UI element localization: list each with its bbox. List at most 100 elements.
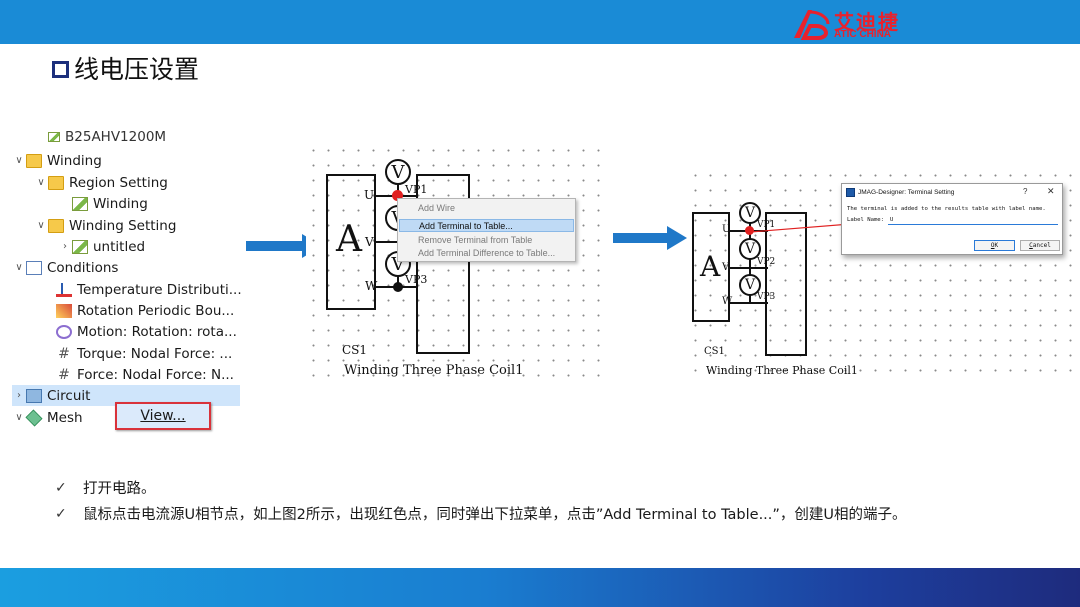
chevron-right-icon[interactable]: › (17, 390, 21, 401)
wire-w (730, 302, 768, 304)
footer-bar (0, 568, 1080, 607)
menu-item-add-wire[interactable]: Add Wire (399, 201, 574, 214)
tree-item-conditions[interactable]: ∨ Conditions (12, 257, 118, 278)
tree-item-label: Winding Setting (69, 217, 177, 234)
tree-item-label: Mesh (47, 409, 83, 426)
folder-icon (48, 218, 64, 233)
help-icon[interactable]: ? (1023, 187, 1028, 196)
view-menu-button[interactable]: View... (115, 402, 211, 430)
node-w[interactable] (393, 282, 403, 292)
tree-item-label: Winding (47, 152, 102, 169)
folder-icon (48, 175, 64, 190)
tree-item-untitled[interactable]: › untitled (58, 236, 145, 257)
menu-item-add-terminal[interactable]: Add Terminal to Table... (399, 219, 574, 232)
winding-block[interactable] (416, 174, 470, 354)
voltmeter-vp1[interactable]: V (739, 202, 761, 224)
tree-item-region-setting[interactable]: ∨ Region Setting (34, 172, 168, 193)
page-title-text: 线电压设置 (74, 55, 200, 84)
menu-item-label: Remove Terminal from Table (418, 234, 533, 245)
winding-block[interactable] (765, 212, 807, 356)
tree-item-label: untitled (93, 238, 146, 255)
hash-icon: # (58, 345, 70, 362)
tree-item-temperature[interactable]: Temperature Distributi... (56, 279, 242, 300)
chevron-down-icon[interactable]: ∨ (37, 177, 45, 188)
pencil-icon (48, 131, 60, 142)
menu-item-remove-terminal[interactable]: Remove Terminal from Table (399, 233, 574, 246)
label-name-input[interactable]: U (888, 216, 1058, 225)
mesh-icon (25, 409, 43, 426)
circuit-canvas-1[interactable]: A U V W V V V VP1 VP3 CS1 Winding Three … (306, 143, 606, 383)
phase-v-label: V (722, 262, 730, 273)
close-icon[interactable]: ✕ (1047, 186, 1055, 196)
tree-item-circuit[interactable]: › Circuit (12, 385, 240, 406)
tree-item-label: Winding (93, 195, 148, 212)
chevron-right-icon[interactable]: › (63, 241, 67, 252)
folder-icon (26, 153, 42, 168)
current-source-block[interactable] (692, 212, 730, 322)
node-u-selected[interactable] (392, 190, 403, 201)
current-source-block[interactable] (326, 174, 376, 310)
node-u-selected[interactable] (745, 226, 754, 235)
title-square-icon (52, 60, 69, 78)
tree-item-motion[interactable]: Motion: Rotation: rota... (56, 321, 237, 342)
phase-u-label: U (722, 224, 731, 235)
chevron-down-icon[interactable]: ∨ (15, 155, 23, 166)
brand-logo: 艾迪捷 ATIC CHINA (792, 6, 912, 42)
phase-w-label: W (365, 279, 378, 293)
brand-logo-icon (794, 10, 830, 40)
menu-item-add-terminal-difference[interactable]: Add Terminal Difference to Table... (399, 246, 574, 259)
arrow-right-icon (613, 226, 687, 250)
cancel-button-label: Cancel (1029, 242, 1051, 249)
chevron-down-icon[interactable]: ∨ (37, 220, 45, 231)
dialog-title: JMAG-Designer: Terminal Setting (858, 189, 955, 196)
bullet-text: 鼠标点击电流源U相节点，如上图2所示，出现红色点，同时弹出下拉菜单，点击”Add… (83, 507, 907, 523)
rotation-periodic-icon (56, 303, 72, 318)
phase-v-label: V (365, 235, 374, 249)
cancel-button[interactable]: Cancel (1020, 240, 1060, 251)
voltmeter-vp1[interactable]: V (385, 159, 411, 185)
tree-item-label: B25AHV1200M (65, 130, 167, 145)
hash-icon: # (58, 366, 70, 383)
bullet-text: 打开电路。 (83, 481, 156, 497)
current-source-label: A (336, 219, 362, 260)
circuit-caption: Winding Three Phase Coil1 (344, 363, 524, 378)
tree-item-torque[interactable]: # Torque: Nodal Force: ... (56, 343, 232, 364)
tree-item-label: Circuit (47, 387, 91, 404)
tree-item-mesh[interactable]: ∨ Mesh (12, 407, 83, 428)
tree-item-label: Torque: Nodal Force: ... (77, 345, 233, 362)
header-bar (0, 0, 1080, 44)
bullet-item: ✓ 打开电路。 (55, 477, 156, 498)
voltmeter-vp3[interactable]: V (739, 274, 761, 296)
chevron-down-icon[interactable]: ∨ (15, 412, 23, 423)
conditions-icon (26, 260, 42, 275)
tree-item-winding-setting[interactable]: ∨ Winding Setting (34, 215, 176, 236)
circuit-caption: Winding Three Phase Coil1 (706, 364, 858, 377)
voltmeter-label: V (744, 241, 756, 257)
dialog-message: The terminal is added to the results tab… (847, 206, 1046, 212)
circuit-id-label: CS1 (342, 343, 368, 357)
tree-item-label: Region Setting (69, 174, 168, 191)
tree-item-region-winding[interactable]: Winding (72, 193, 148, 214)
current-source-label: A (700, 250, 721, 283)
pencil-icon (72, 196, 88, 211)
ok-button[interactable]: OK (974, 240, 1015, 251)
chevron-down-icon[interactable]: ∨ (15, 262, 23, 273)
motion-icon (56, 324, 72, 339)
menu-item-label: Add Wire (418, 202, 456, 213)
tree-item-partial[interactable]: B25AHV1200M (48, 130, 166, 147)
tree-item-rotation-periodic[interactable]: Rotation Periodic Bou... (56, 300, 234, 321)
voltmeter-vp2[interactable]: V (739, 238, 761, 260)
page-title: 线电压设置 (52, 52, 199, 84)
thermometer-icon (56, 282, 72, 297)
checkmark-icon: ✓ (55, 479, 67, 496)
tree-item-label: Motion: Rotation: rota... (77, 323, 237, 340)
brand-name-cn: 艾迪捷 (834, 10, 900, 34)
pencil-icon (72, 239, 88, 254)
voltmeter-label: V (391, 161, 405, 183)
context-menu: Add Wire Add Terminal to Table... Remove… (397, 198, 576, 262)
menu-item-label: Add Terminal to Table... (419, 220, 513, 231)
tree-item-force[interactable]: # Force: Nodal Force: N... (56, 364, 234, 385)
ok-button-label: OK (990, 242, 999, 249)
tree-item-winding[interactable]: ∨ Winding (12, 150, 102, 171)
bullet-item: ✓ 鼠标点击电流源U相节点，如上图2所示，出现红色点，同时弹出下拉菜单，点击”A… (55, 503, 907, 524)
